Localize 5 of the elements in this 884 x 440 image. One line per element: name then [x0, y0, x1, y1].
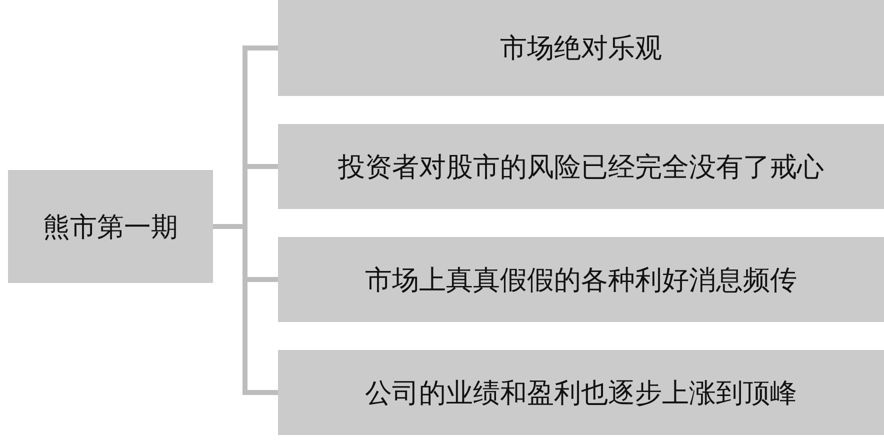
point-box: 市场绝对乐观 — [278, 0, 884, 96]
point-box: 市场上真真假假的各种利好消息频传 — [278, 237, 884, 322]
point-box: 投资者对股市的风险已经完全没有了戒心 — [278, 124, 884, 209]
point-box: 公司的业绩和盈利也逐步上涨到顶峰 — [278, 350, 884, 435]
topic-box: 熊市第一期 — [8, 170, 213, 283]
